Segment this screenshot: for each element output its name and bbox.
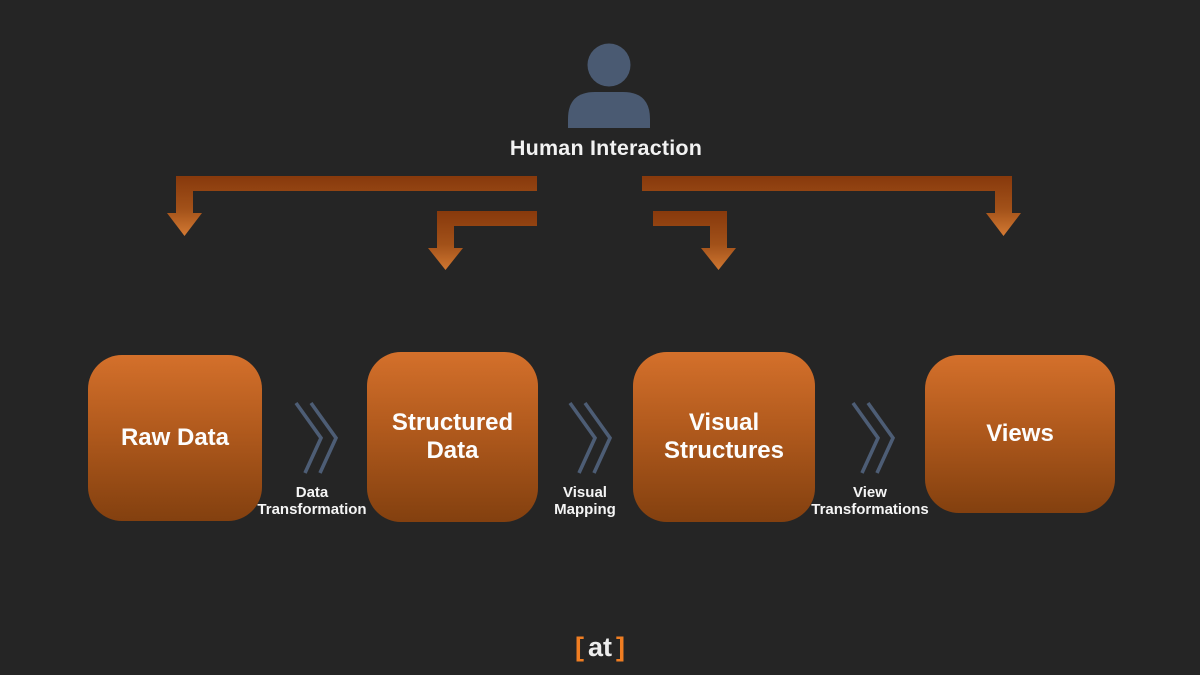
at-logo: [at] [575,632,625,663]
person-icon [568,43,650,128]
human-interaction-label: Human Interaction [509,136,703,160]
stage-box-visual-structures: Visual Structures [633,352,815,522]
double-chevron-right-icon [851,401,896,474]
logo-left-bracket: [ [574,632,584,662]
arrow-to-raw-data [167,176,537,236]
logo-right-bracket: ] [616,632,626,662]
arrow-to-visual-structures [653,211,736,270]
arrow-to-structured-data [428,211,537,270]
transition-label-visual-mapping: Visual Mapping [554,484,616,518]
arrow-to-views [642,176,1021,236]
logo-text: at [587,632,613,662]
double-chevron-right-icon [568,401,613,474]
stage-box-views: Views [925,355,1115,513]
branch-arrows [167,176,1021,270]
transition-label-data-transformation: Data Transformation [257,484,367,518]
double-chevron-right-icon [294,401,339,474]
stage-box-structured-data: Structured Data [367,352,538,522]
transition-label-view-transformations: View Transformations [811,484,929,518]
stage-box-raw-data: Raw Data [88,355,262,521]
